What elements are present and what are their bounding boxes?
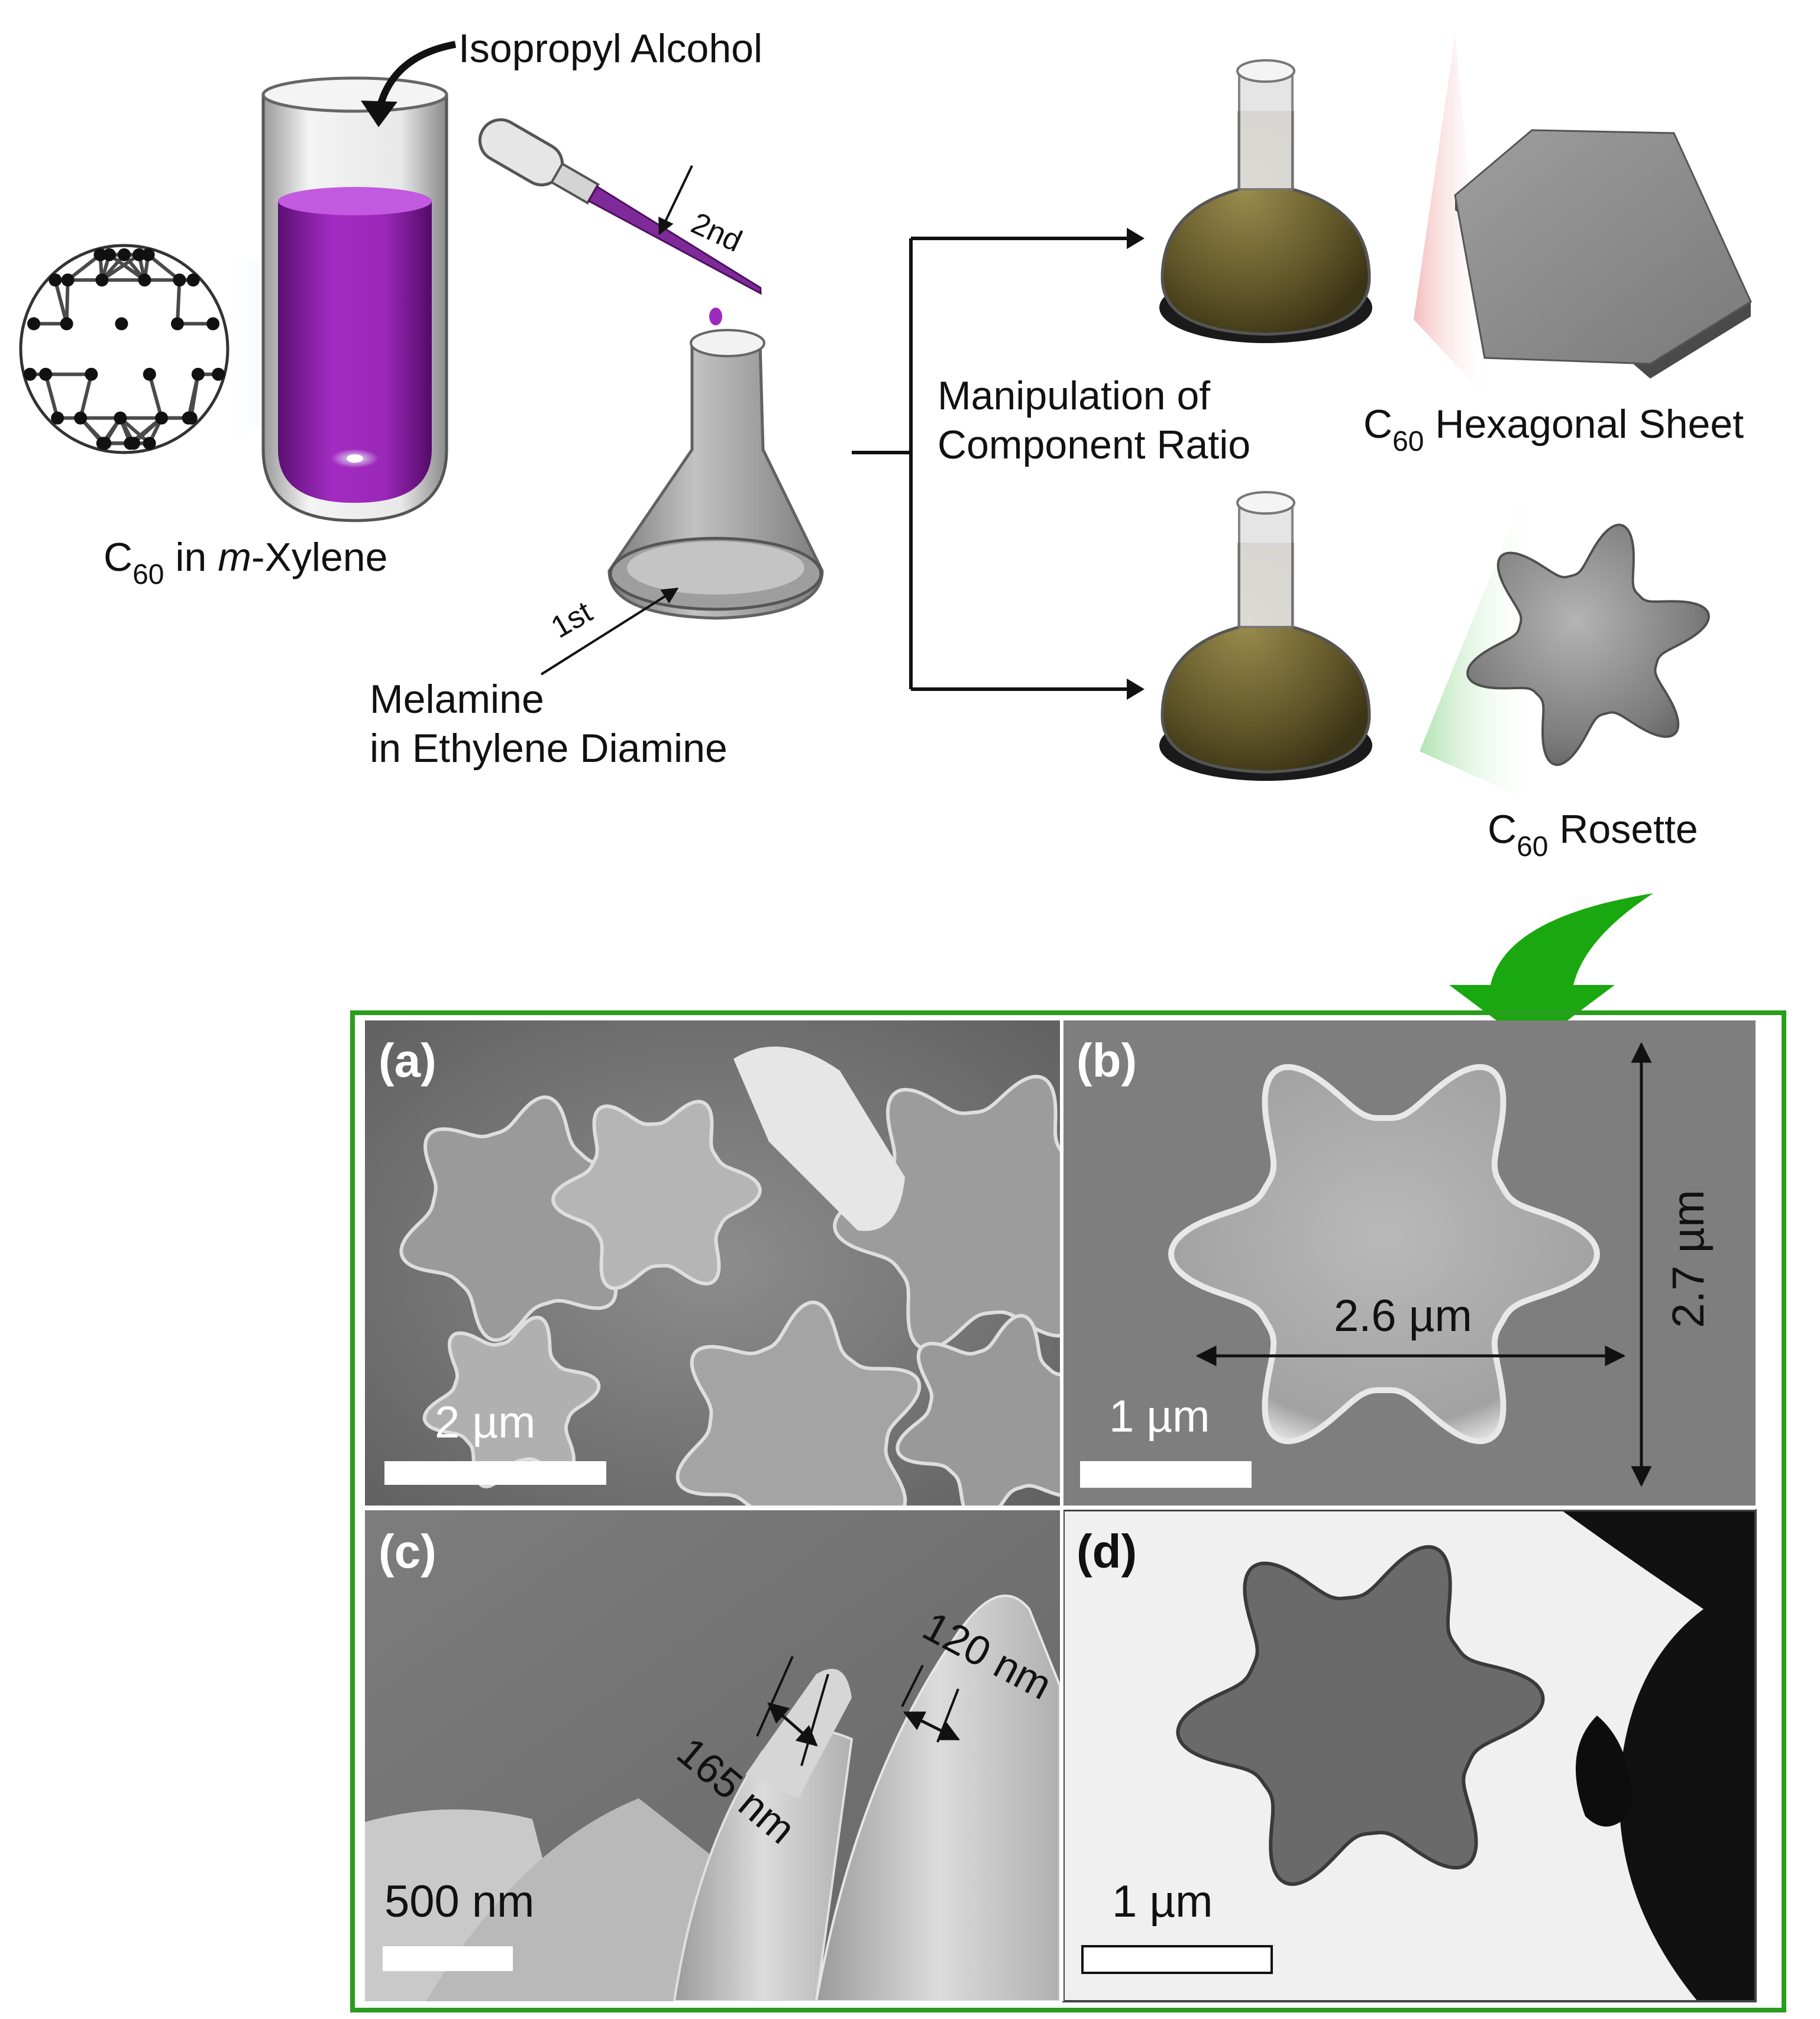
panel-d-scale-bar	[1081, 1945, 1273, 1974]
panel-b-label: (b)	[1077, 1034, 1137, 1087]
panel-a-scale-bar	[384, 1461, 606, 1485]
manipulation-label-line1: Manipulation of	[938, 373, 1210, 418]
panel-c-thickness-arrow-1	[903, 1711, 961, 1741]
panel-a-label: (a)	[379, 1034, 437, 1087]
panel-c-scale-text: 500 nm	[384, 1876, 535, 1927]
panel-d-label: (d)	[1077, 1525, 1137, 1578]
panel-c-scale-bar	[383, 1946, 513, 1971]
hexagonal-sheet-model	[1414, 35, 1752, 402]
flask-hexagonal	[1159, 59, 1372, 343]
panel-b: (b) 2.6 µm 2.7 µm 1 µm	[1063, 1020, 1756, 1506]
panel-c: (c) 120 nm 165 nm 500 nm	[365, 1510, 1060, 2001]
melamine-label-line1: Melamine	[370, 677, 544, 722]
hexagonal-sheet-label: C60 Hexagonal Sheet	[1363, 402, 1744, 457]
schematic: Isopropyl Alcohol 2nd 1st Melamine in Et…	[19, 26, 1752, 862]
melamine-flask	[607, 329, 824, 620]
melamine-label-line2: in Ethylene Diamine	[370, 726, 728, 771]
panel-d-scale-text: 1 µm	[1112, 1876, 1213, 1927]
micrograph-frame	[350, 1010, 1786, 2012]
c60-solution-label: C60 in m-Xylene	[104, 535, 387, 590]
rosette-label: C60 Rosette	[1488, 807, 1698, 862]
panel-b-height-label: 2.7 µm	[1663, 1190, 1714, 1328]
panel-b-scale-bar	[1080, 1461, 1252, 1488]
branch-connector	[852, 237, 1130, 691]
test-tube	[261, 76, 448, 522]
green-arrow-icon	[1449, 893, 1653, 1047]
panel-b-scale-text: 1 µm	[1109, 1391, 1210, 1442]
step-first-label: 1st	[545, 595, 599, 645]
isopropyl-label: Isopropyl Alcohol	[458, 26, 762, 71]
panel-d: (d) 1 µm	[1062, 1509, 1757, 2002]
drop	[709, 308, 722, 325]
panel-c-label: (c)	[379, 1525, 437, 1578]
rosette-model	[1420, 473, 1710, 805]
panel-a: (a) 2 µm	[365, 1020, 1060, 1506]
pipette	[478, 118, 762, 295]
panel-b-width-label: 2.6 µm	[1334, 1291, 1472, 1341]
purple-solution	[278, 201, 432, 503]
isopropyl-arrow	[375, 41, 457, 114]
panel-a-scale-text: 2 µm	[435, 1397, 535, 1448]
flask-rosette	[1159, 491, 1372, 781]
manipulation-label-line2: Component Ratio	[938, 422, 1250, 467]
